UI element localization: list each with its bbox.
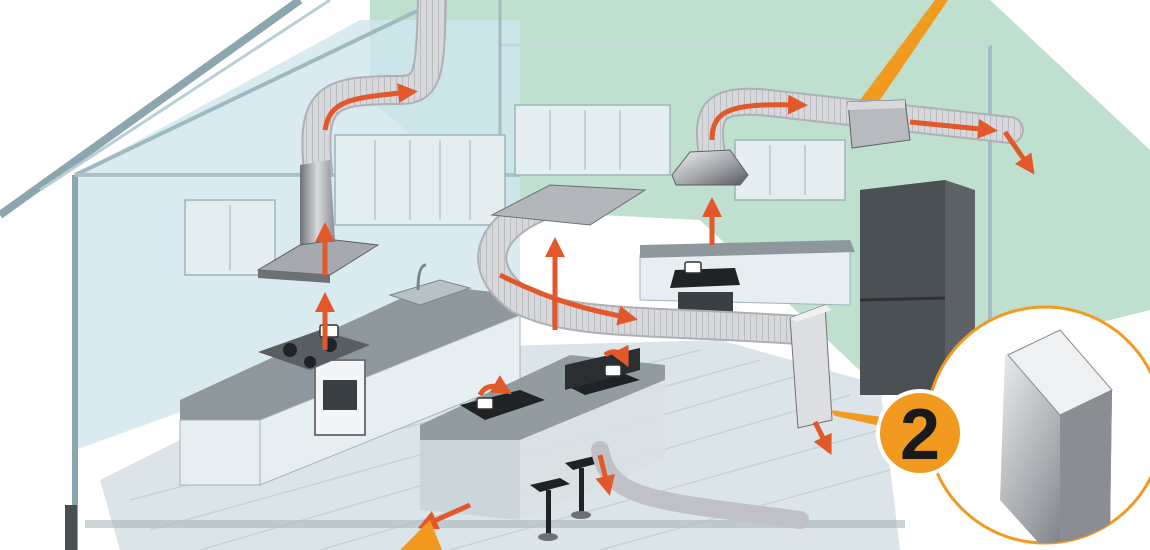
callout-number: 2 bbox=[900, 395, 940, 475]
range-hood-icon bbox=[671, 149, 749, 186]
ceiling-hood-icon bbox=[490, 184, 647, 226]
upper-cabinets-back bbox=[184, 104, 846, 276]
island-cooktop-2 bbox=[565, 372, 640, 395]
callout-pointer-badge bbox=[830, 410, 890, 428]
island-cooktop-1 bbox=[460, 390, 545, 420]
bar-stools bbox=[530, 456, 603, 541]
sink bbox=[388, 279, 472, 306]
roof-outline bbox=[0, 0, 303, 219]
back-wall-glass bbox=[75, 20, 520, 450]
inline-fan-icon bbox=[847, 99, 911, 149]
gas-cooktop bbox=[258, 330, 370, 370]
callout-pointer-top bbox=[860, 0, 948, 100]
callout-badge: 2 bbox=[876, 389, 964, 477]
refrigerator bbox=[859, 180, 975, 395]
detail-circle bbox=[925, 305, 1150, 545]
exterior-vent-icon bbox=[789, 304, 833, 429]
callout-pointer-bottom bbox=[400, 520, 442, 550]
airflow-arrows bbox=[315, 83, 1035, 530]
cooktop-back bbox=[670, 268, 740, 288]
ductwork bbox=[301, 0, 1024, 529]
